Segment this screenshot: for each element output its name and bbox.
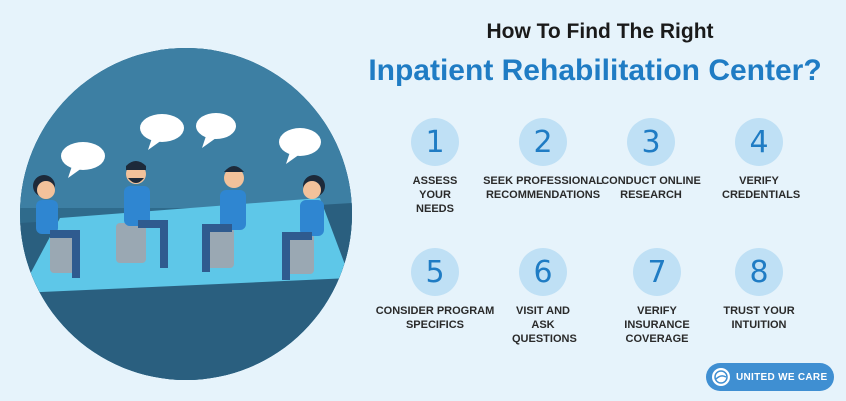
globe-logo-icon	[712, 368, 730, 386]
step-number-badge: 5	[411, 248, 459, 296]
step-label: Consider program specifics	[375, 305, 495, 331]
brand-name: UNITED WE CARE	[736, 371, 828, 383]
step-1: 1 Assess your needs	[370, 118, 500, 216]
group-therapy-session-icon	[20, 48, 352, 380]
step-label: Trust your intuition	[723, 305, 795, 331]
page-title: Inpatient Rehabilitation Center?	[368, 54, 822, 87]
brand-badge: UNITED WE CARE	[706, 363, 834, 391]
step-label: Conduct online research	[601, 175, 701, 201]
step-6: 6 Visit and ask questions	[478, 248, 608, 346]
step-number-badge: 8	[735, 248, 783, 296]
step-number-badge: 7	[633, 248, 681, 296]
step-5: 5 Consider program specifics	[370, 248, 500, 332]
group-therapy-illustration	[20, 48, 352, 380]
step-3: 3 Conduct online research	[586, 118, 716, 202]
step-label: Seek professional recommendations	[483, 175, 603, 201]
step-8: 8 Trust your intuition	[694, 248, 824, 332]
step-number-badge: 6	[519, 248, 567, 296]
step-label: Visit and ask questions	[512, 305, 577, 345]
step-number-badge: 2	[519, 118, 567, 166]
step-number-badge: 4	[735, 118, 783, 166]
step-label: Assess your needs	[412, 175, 458, 215]
step-label: Verify insurance coverage	[624, 305, 690, 345]
step-4: 4 Verify credentials	[694, 118, 824, 202]
step-number-badge: 3	[627, 118, 675, 166]
heading-line-1: How To Find The Right	[486, 20, 714, 43]
step-label: Verify credentials	[722, 175, 801, 201]
step-number-badge: 1	[411, 118, 459, 166]
step-7: 7 Verify insurance coverage	[592, 248, 722, 346]
step-2: 2 Seek professional recommendations	[478, 118, 608, 202]
